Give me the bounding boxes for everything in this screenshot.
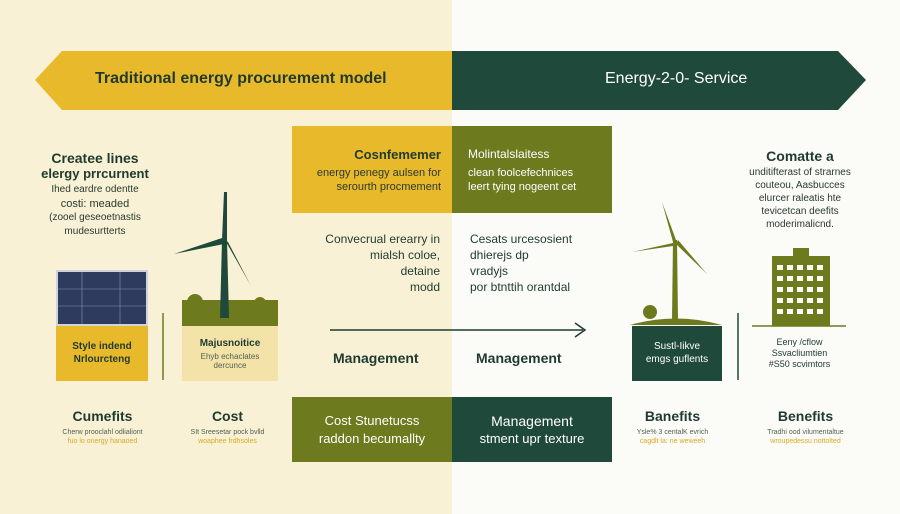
bottom-box-right-text: Management stment upr texture: [452, 412, 612, 448]
box-title: Cosnfememer: [354, 147, 441, 162]
box-line: stment upr texture: [479, 431, 585, 446]
right-body-line: moderimalicnd.: [766, 219, 834, 230]
center-box-left: [292, 126, 452, 213]
center-mid-left: Convecrual erearry in mialsh coloe, deta…: [300, 231, 440, 295]
box-line: leert tying nogeent cet: [468, 181, 577, 193]
mid-line: Cesats urcesosient: [470, 232, 573, 246]
col-title: Benefits: [777, 408, 834, 424]
management-label-right: Management: [476, 350, 562, 366]
right-body-line: unditifterast of strarnes: [749, 167, 851, 178]
box-line: raddon becumallty: [318, 431, 426, 446]
col-sub: wroupedessu nottolted: [770, 438, 841, 445]
col-title: Cost: [211, 408, 244, 424]
flow-arrow-head: [574, 322, 587, 338]
solar-label-line: Style indend: [72, 341, 132, 352]
solar-label-box: [56, 326, 148, 381]
box-line: Cost Stunetucss: [324, 413, 420, 428]
bottom-box-left-text: Cost Stunetucss raddon becumallty: [292, 412, 452, 448]
left-title-line: elergy prrcurnent: [41, 166, 149, 181]
building-label: Eeny /cflow Ssvacliumtien #S50 scvimtors: [752, 337, 847, 370]
banner-left-title: Traditional energy procurement model: [95, 70, 387, 87]
banner-right-arrow: [452, 51, 866, 110]
turbine-label-title: Majusnoitice: [199, 338, 261, 349]
solar-panel-icon: [56, 270, 148, 326]
mid-line: Convecrual erearry in: [325, 232, 440, 246]
right-description: Comatte a unditifterast of strarnes cout…: [730, 148, 870, 231]
turbine-label-left: Majusnoitice Ehyb echaclates dercunce: [182, 338, 278, 370]
mid-line: modd: [409, 280, 440, 294]
right-body-line: elurcer raleatis hte: [758, 193, 842, 204]
center-mid-right: Cesats urcesosient dhierejs dp vradyjs p…: [470, 231, 610, 295]
turbine-label-line: Sustl-Iikve: [653, 341, 701, 352]
col-title: Banefits: [644, 408, 701, 424]
left-body-line: (zooel geseoetnastis: [49, 212, 141, 223]
turbine-label-right: Sustl-Iikve emgs guflents: [632, 340, 722, 366]
right-col1: Banefits Ysle% 3 centalK evrich cagdlt l…: [615, 408, 730, 446]
col-sub: cagdlt la: ne weweeh: [639, 438, 706, 445]
building-label-line: Ssvacliumtien: [771, 348, 828, 358]
left-description: Createe lines elergy prrcurnent Ihed ear…: [15, 150, 175, 239]
management-label-left: Management: [333, 350, 419, 366]
box-line: Management: [491, 413, 573, 429]
solar-label-line: Nrlourcteng: [73, 354, 131, 365]
box-title: Molintalslaitess: [468, 147, 550, 161]
right-col2: Benefits Tradhi ood vilumentaltue wroupe…: [748, 408, 863, 446]
building-label-line: #S50 scvimtors: [768, 359, 831, 369]
col-sub: Tradhi ood vilumentaltue: [767, 429, 844, 436]
turbine-label-sub: Ehyb echaclates: [200, 352, 260, 361]
right-body-line: tevicetcan deefits: [761, 206, 839, 217]
col-title: Cumefits: [72, 408, 133, 424]
box-line: energy penegy aulsen for: [316, 167, 441, 179]
col-sub: Ysle% 3 centalK evrich: [636, 429, 709, 436]
right-body-line: couteou, Aasbucces: [755, 180, 845, 191]
left-body-line: costi: meaded: [60, 198, 130, 210]
mid-line: mialsh coloe,: [369, 248, 440, 262]
col-sub: Cherw prooclahl odlialiont: [62, 429, 143, 436]
turbine-label-line: emgs guflents: [645, 354, 709, 365]
bottom-box-left: [292, 397, 452, 462]
col-sub: SIt Sreesetar pock bvlld: [190, 429, 265, 436]
center-box-right: [452, 126, 612, 213]
center-box-left-text: Cosnfememer energy penegy aulsen for ser…: [295, 147, 441, 194]
mid-line: dhierejs dp: [470, 248, 529, 262]
turbine-label-box-right: [632, 326, 722, 381]
mid-line: vradyjs: [470, 264, 509, 278]
building-label-line: Eeny /cflow: [776, 337, 823, 347]
wind-turbine-icon-right: [630, 202, 722, 325]
turbine-label-sub: dercunce: [213, 361, 247, 370]
banner-right-title: Energy-2-0- Service: [605, 70, 748, 87]
mid-line: por btnttih orantdal: [470, 280, 571, 294]
turbine-label-box-left: [182, 326, 278, 381]
left-title-line: Createe lines: [51, 150, 139, 166]
banner-left-arrow: [35, 51, 452, 110]
col-sub: fuo lo onergy hanaoed: [67, 438, 138, 445]
left-col2: Cost SIt Sreesetar pock bvlld woaphee fr…: [170, 408, 285, 446]
solar-label: Style indend Nrlourcteng: [56, 340, 148, 366]
left-body-line: mudesurtterts: [64, 226, 126, 237]
box-line: serourth procmement: [336, 181, 441, 193]
mid-line: detaine: [400, 264, 440, 278]
right-title: Comatte a: [766, 148, 834, 164]
col-sub: woaphee frdhsoles: [198, 438, 257, 445]
wind-turbine-icon-left: [174, 192, 278, 326]
left-body-line: Ihed eardre odentte: [51, 184, 139, 195]
center-box-right-text: Molintalslaitess clean foolcefechnices l…: [468, 147, 608, 194]
left-col1: Cumefits Cherw prooclahl odlialiont fuo …: [45, 408, 160, 446]
box-line: clean foolcefechnices: [468, 167, 574, 179]
bottom-box-right: [452, 397, 612, 462]
office-building-icon: [752, 248, 846, 327]
